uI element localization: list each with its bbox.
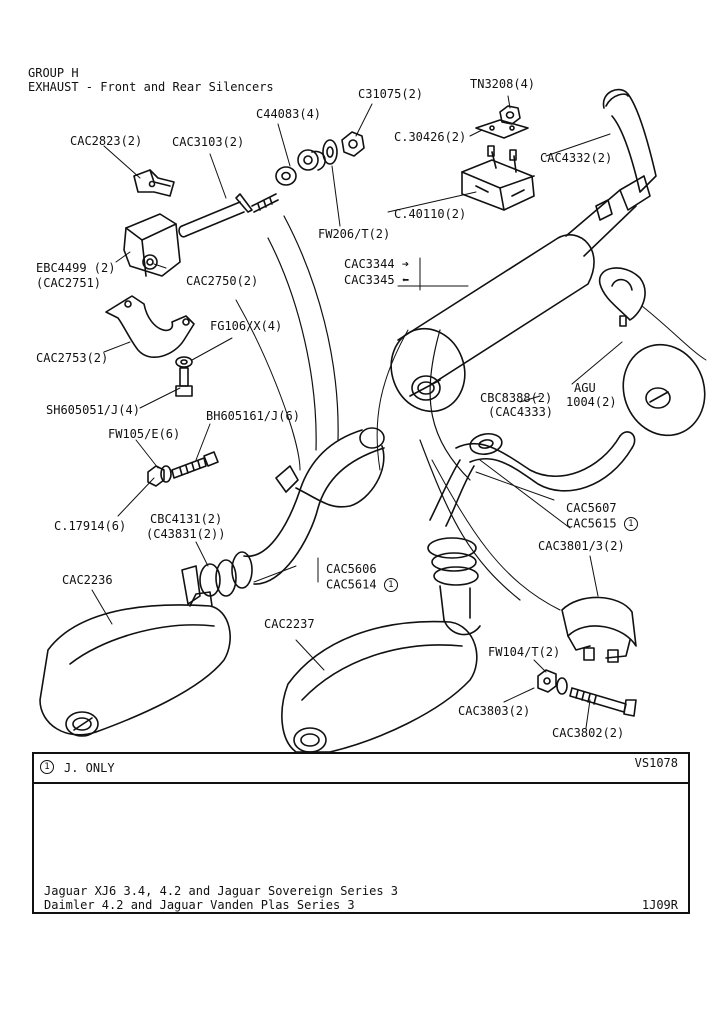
- silencer-cac2237: [281, 620, 478, 752]
- note-line1: Jaguar XJ6 3.4, 4.2 and Jaguar Sovereign…: [44, 884, 399, 898]
- washer-fw104: [556, 677, 568, 695]
- plate-c30426: [475, 119, 529, 139]
- label-cac3802: CAC3802(2): [552, 726, 625, 740]
- label-cac2237: CAC2237: [264, 617, 315, 631]
- mount-ebc4499: [123, 213, 181, 277]
- label-c40110: C.40110(2): [394, 207, 467, 221]
- washer-fw105: [160, 465, 172, 483]
- washer-fw206: [322, 139, 338, 165]
- label-fw104: FW104/T(2): [488, 645, 561, 659]
- note-line2: Daimler 4.2 and Jaguar Vanden Plas Serie…: [44, 898, 355, 912]
- label-cac5606: CAC5606: [326, 562, 377, 576]
- washer-c44083: [275, 149, 326, 186]
- label-c30426: C.30426(2): [394, 130, 467, 144]
- bolt-cac3802: [569, 687, 637, 717]
- note-header-row: 1 J. ONLY VS1078: [34, 754, 688, 784]
- label-fg106: FG106/X(4): [210, 319, 283, 333]
- label-cac5614: CAC5614 1: [326, 578, 398, 592]
- note-marker-icon: 1: [40, 760, 54, 774]
- label-fw105: FW105/E(6): [108, 427, 181, 441]
- nut-tn3208: [499, 105, 521, 125]
- label-agu-qty: 1004(2): [566, 395, 617, 409]
- bolt-bh605161: [171, 451, 219, 479]
- pipe-cac5607: [455, 431, 636, 492]
- bolt-cac3103: [178, 193, 279, 238]
- circle-marker-icon: 1: [383, 578, 398, 592]
- label-cac2236: CAC2236: [62, 573, 113, 587]
- label-cac2753: CAC2753(2): [36, 351, 109, 365]
- label-cac3801: CAC3801/3(2): [538, 539, 625, 553]
- strap-cac2753: [105, 295, 195, 359]
- label-bh605161: BH605161/J(6): [206, 409, 300, 423]
- leader-lines: [91, 95, 623, 729]
- arrow-right-icon: ➔: [401, 257, 410, 271]
- pipe-rear-flange: [427, 459, 481, 636]
- note-ref: VS1078: [634, 756, 678, 770]
- silencer-cac2236: [39, 591, 231, 737]
- label-cac2750: CAC2750(2): [186, 274, 259, 288]
- circle-marker-icon: 1: [623, 517, 638, 531]
- label-cac3345-text: CAC3345: [344, 273, 395, 287]
- label-c17914: C.17914(6): [54, 519, 127, 533]
- pipe-cac4332: [595, 88, 657, 221]
- label-cac2751: (CAC2751): [36, 276, 102, 290]
- label-cac2823: CAC2823(2): [70, 134, 143, 148]
- strap-agu1004: [598, 267, 646, 327]
- group-label: GROUP H: [28, 66, 79, 80]
- label-cac3803: CAC3803(2): [458, 704, 531, 718]
- label-fw206: FW206/T(2): [318, 227, 391, 241]
- clamp-cac3801: [561, 596, 637, 663]
- label-cac5607: CAC5607: [566, 501, 617, 515]
- mount-c40110: [461, 145, 535, 211]
- washer-fg106: [175, 356, 193, 368]
- label-c31075: C31075(2): [358, 87, 424, 101]
- label-tn3208: TN3208(4): [470, 77, 536, 91]
- label-c43831: (C43831(2)): [146, 527, 226, 541]
- note-box: 1 J. ONLY VS1078 Jaguar XJ6 3.4, 4.2 and…: [32, 752, 690, 914]
- note-code: 1J09R: [641, 898, 678, 912]
- bolt-sh605051: [175, 367, 193, 397]
- pipe-cac5606: [243, 427, 385, 585]
- label-cac5615-text: CAC5615: [566, 516, 617, 531]
- label-cac3103: CAC3103(2): [172, 135, 245, 149]
- label-sh605051: SH605051/J(4): [46, 403, 140, 417]
- arrow-left-icon: ⬅: [401, 273, 410, 287]
- label-cac4332: CAC4332(2): [540, 151, 613, 165]
- olive-cbc4131: [181, 551, 253, 605]
- nut-c31075: [341, 131, 365, 157]
- diagram-title: EXHAUST - Front and Rear Silencers: [28, 80, 274, 94]
- label-cbc4131: CBC4131(2): [150, 512, 223, 526]
- label-cac3344: CAC3344 ➔: [344, 258, 409, 271]
- label-ebc4499: EBC4499 (2): [36, 261, 116, 275]
- label-cac3345: CAC3345 ⬅: [344, 274, 409, 287]
- label-cac5615: CAC5615 1: [566, 517, 638, 531]
- silencer-cac3344: [390, 189, 637, 413]
- label-cac4333: (CAC4333): [488, 405, 554, 419]
- label-cbc8388: CBC8388(2): [480, 391, 553, 405]
- silencer-right: [622, 343, 706, 437]
- label-cac3344-text: CAC3344: [344, 257, 395, 271]
- nut-cac3803: [537, 669, 557, 693]
- note-text: J. ONLY: [64, 761, 115, 775]
- clip-cac2823: [133, 169, 175, 197]
- label-c44083: C44083(4): [256, 107, 322, 121]
- label-cac5614-text: CAC5614: [326, 577, 377, 592]
- label-agu: AGU: [574, 381, 596, 395]
- guide-curves: [235, 215, 707, 611]
- exhaust-diagram: [39, 88, 707, 752]
